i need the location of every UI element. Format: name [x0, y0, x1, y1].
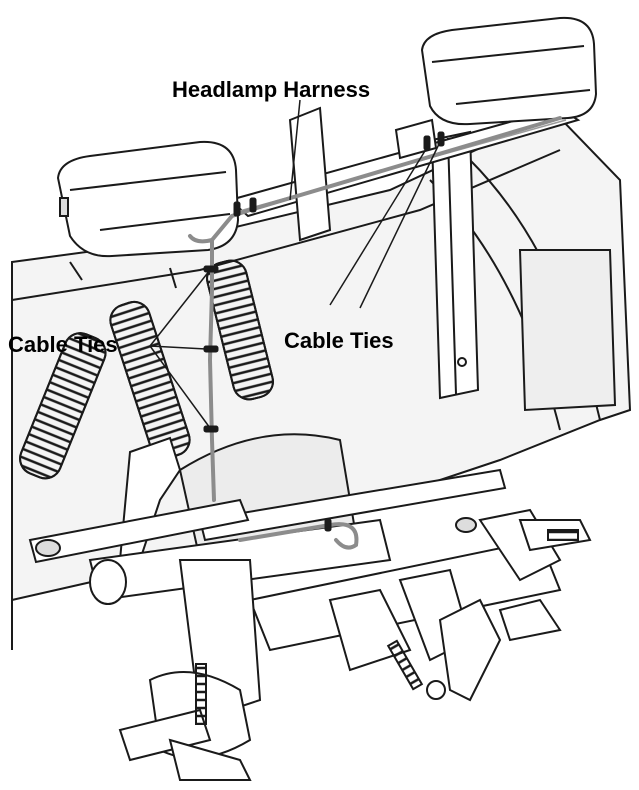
cable-tie — [233, 201, 241, 217]
cable-tie — [203, 425, 219, 433]
leader-right-tie-1 — [329, 145, 429, 306]
leader-left-tie-3 — [149, 345, 211, 429]
cable-tie — [324, 518, 332, 532]
harness-cable — [188, 116, 562, 550]
trip-springs — [19, 259, 274, 480]
cable-ties — [203, 131, 445, 532]
cable-tie — [203, 265, 219, 273]
cable-tie — [203, 345, 219, 353]
leader-left-tie-1 — [149, 269, 211, 347]
leader-right-tie-2 — [359, 141, 441, 309]
leader-lines — [149, 99, 441, 429]
cable-ties-right-label: Cable Ties — [284, 328, 394, 353]
leader-left-tie-2 — [149, 345, 207, 350]
cable-tie — [249, 197, 257, 213]
left-headlamp — [56, 140, 240, 258]
headlamp-harness-label: Headlamp Harness — [172, 77, 371, 102]
leader-harness — [289, 99, 301, 201]
cable-ties-left-label: Cable Ties — [8, 332, 118, 357]
vertical-mast — [430, 130, 480, 400]
right-headlamp — [420, 16, 598, 126]
